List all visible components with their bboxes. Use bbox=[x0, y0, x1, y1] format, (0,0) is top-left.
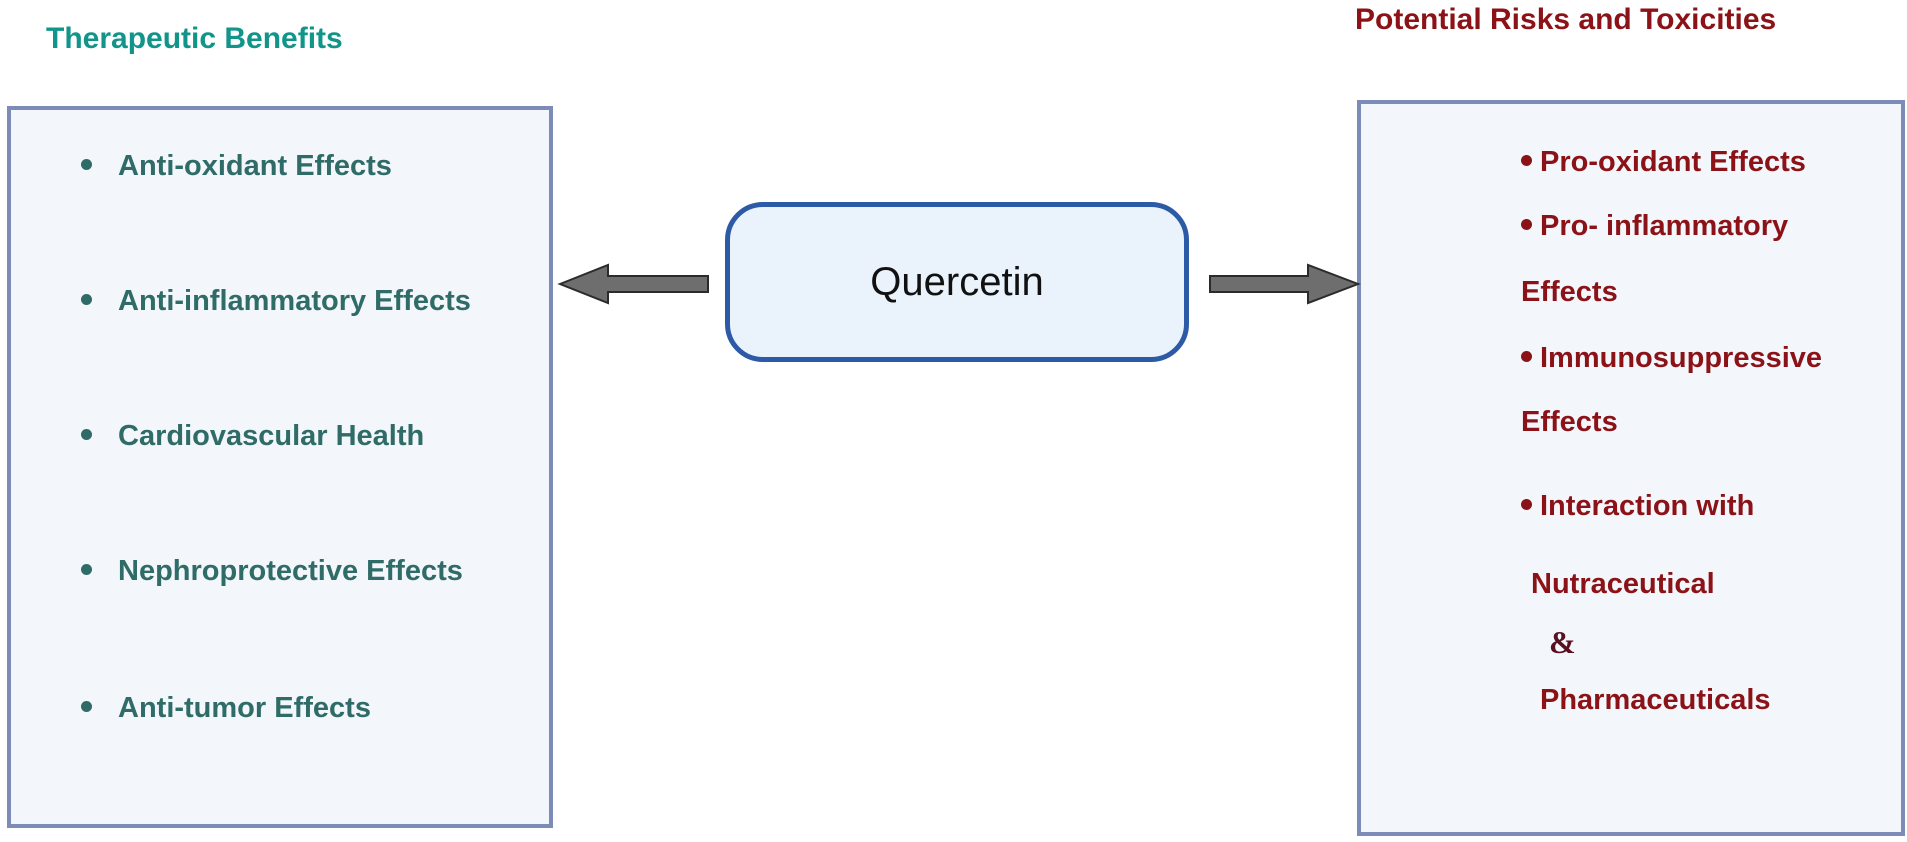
risk-item-ampersand: & bbox=[1549, 624, 1576, 660]
risk-item-immunosuppressive-cont: Effects bbox=[1521, 406, 1618, 438]
benefit-label: Anti-inflammatory Effects bbox=[118, 285, 471, 317]
bullet-icon bbox=[81, 700, 92, 712]
benefit-label: Nephroprotective Effects bbox=[118, 555, 463, 587]
right-arrow-icon bbox=[1209, 263, 1361, 305]
bullet-icon bbox=[1521, 498, 1532, 510]
risk-item-interaction: Interaction with bbox=[1521, 490, 1754, 523]
quercetin-node: Quercetin bbox=[725, 202, 1189, 362]
bullet-icon bbox=[81, 563, 92, 575]
therapeutic-benefits-heading: Therapeutic Benefits bbox=[46, 22, 343, 55]
benefit-item: Cardiovascular Health bbox=[81, 420, 424, 453]
benefit-label: Anti-oxidant Effects bbox=[118, 150, 392, 182]
risk-item-pro-inflammatory-cont: Effects bbox=[1521, 276, 1618, 308]
risk-item-pro-oxidant: Pro-oxidant Effects bbox=[1521, 146, 1806, 179]
benefit-item: Anti-inflammatory Effects bbox=[81, 285, 471, 318]
benefit-item: Anti-oxidant Effects bbox=[81, 150, 392, 183]
risk-item-nutraceutical: Nutraceutical bbox=[1531, 568, 1715, 600]
risk-item-pro-inflammatory: Pro- inflammatory bbox=[1521, 210, 1788, 243]
risks-panel: Pro-oxidant Effects Pro- inflammatory Ef… bbox=[1357, 100, 1905, 836]
bullet-icon bbox=[81, 293, 92, 305]
bullet-icon bbox=[81, 428, 92, 440]
benefits-panel: Anti-oxidant Effects Anti-inflammatory E… bbox=[7, 106, 553, 828]
benefit-label: Anti-tumor Effects bbox=[118, 692, 371, 724]
left-arrow-icon bbox=[557, 263, 709, 305]
risk-item-immunosuppressive: Immunosuppressive bbox=[1521, 342, 1822, 375]
risk-item-pharmaceuticals: Pharmaceuticals bbox=[1540, 684, 1771, 716]
bullet-icon bbox=[1521, 154, 1532, 166]
benefit-item: Anti-tumor Effects bbox=[81, 692, 371, 725]
bullet-icon bbox=[1521, 218, 1532, 230]
bullet-icon bbox=[1521, 350, 1532, 362]
benefit-item: Nephroprotective Effects bbox=[81, 555, 463, 588]
quercetin-label: Quercetin bbox=[870, 259, 1044, 304]
benefit-label: Cardiovascular Health bbox=[118, 420, 425, 452]
bullet-icon bbox=[81, 158, 92, 170]
risks-toxicities-heading: Potential Risks and Toxicities bbox=[1355, 3, 1777, 36]
